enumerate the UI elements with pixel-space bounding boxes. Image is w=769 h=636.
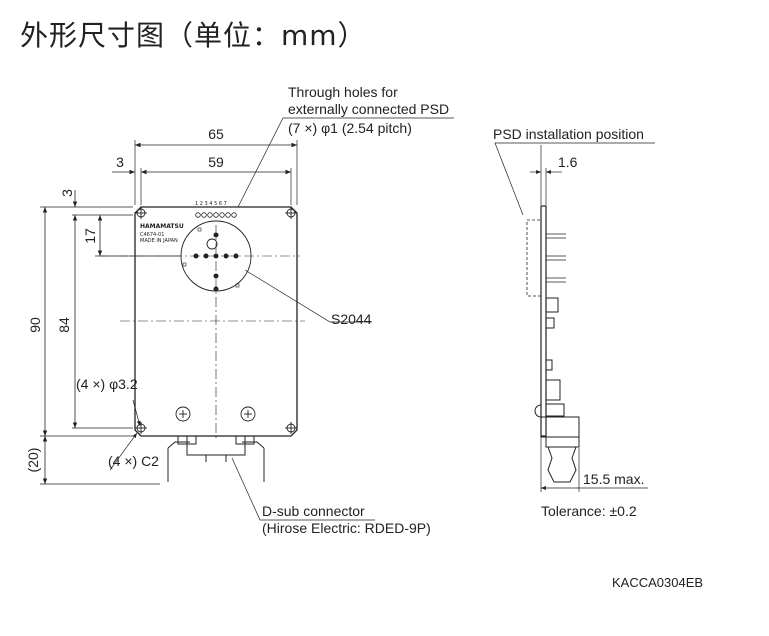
pin-numbers: 1 2 3 4 5 6 7 — [195, 201, 227, 207]
dsub-label-2: (Hirose Electric: RDED-9P) — [262, 520, 431, 536]
dim-15-5-text: 15.5 max. — [583, 471, 644, 487]
dim-65-text: 65 — [208, 126, 224, 142]
through-holes-row — [195, 212, 237, 218]
trimmer-pots — [175, 406, 256, 422]
side-view — [494, 142, 655, 492]
drawing-code: KACCA0304EB — [612, 575, 703, 590]
sensor-label: S2044 — [331, 311, 372, 327]
dim-90-text: 90 — [27, 317, 43, 333]
psd-position-label: PSD installation position — [493, 126, 644, 142]
board-outline — [134, 206, 298, 437]
through-holes-label-3: (7 ×) φ1 (2.54 pitch) — [288, 120, 412, 136]
dim-20-text: (20) — [25, 448, 41, 473]
mounting-holes-label: (4 ×) φ3.2 — [76, 376, 138, 392]
board-brand: HAMAMATSU — [140, 223, 184, 230]
page-title: 外形尺寸图（单位：mm） — [20, 19, 367, 52]
dim-84-text: 84 — [56, 317, 72, 333]
center-lines — [100, 225, 305, 440]
extension-lines — [40, 140, 298, 485]
psd-sensor — [180, 220, 252, 292]
dsub-connector — [167, 435, 265, 482]
dim-17-text: 17 — [82, 228, 98, 244]
through-holes-label-2: externally connected PSD — [288, 101, 449, 117]
leader-lines — [109, 117, 454, 521]
dim-1-6-text: 1.6 — [558, 154, 578, 170]
mounting-holes — [135, 207, 297, 434]
chamfer-label: (4 ×) C2 — [108, 453, 159, 469]
front-view — [40, 117, 454, 521]
dim-59-text: 59 — [208, 154, 224, 170]
dim-3x-text: 3 — [116, 154, 124, 170]
through-holes-label-1: Through holes for — [288, 84, 398, 100]
board-origin: MADE IN JAPAN — [140, 238, 178, 244]
board-model: C4674-01 — [140, 232, 164, 238]
tolerance-note: Tolerance: ±0.2 — [541, 503, 637, 519]
dsub-label-1: D-sub connector — [262, 503, 365, 519]
dim-3y-text: 3 — [59, 189, 75, 197]
